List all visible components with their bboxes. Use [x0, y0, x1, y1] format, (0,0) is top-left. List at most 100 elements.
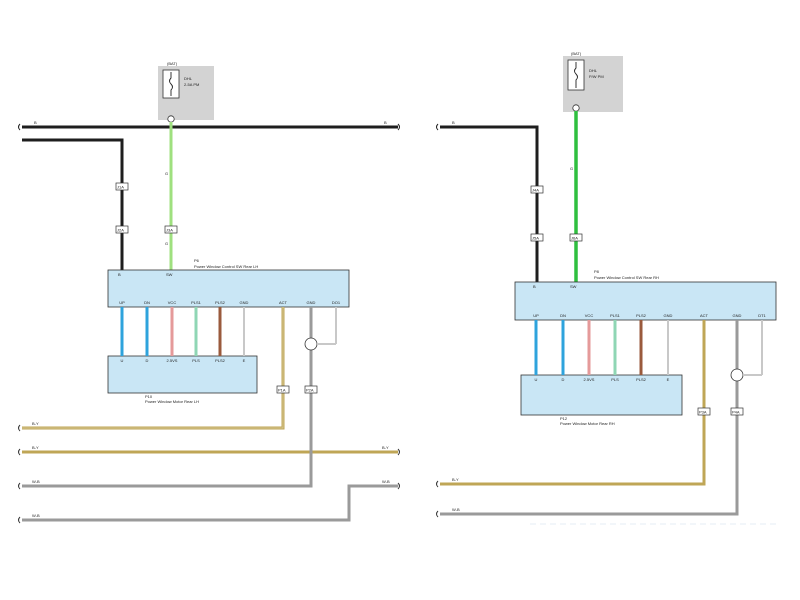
- right-connector-2-label: J5A: [532, 236, 539, 241]
- left-connector-2-label: J2A: [117, 228, 124, 233]
- left-motor-pin-6: E: [243, 358, 246, 363]
- left-wire-label-4: W-B: [32, 513, 40, 518]
- left-wire-label-3-right: W-B: [382, 479, 390, 484]
- right-switch-pin-9: DT1: [758, 313, 766, 318]
- left-fuse-terminal: [167, 115, 175, 123]
- left-fuse-block: (BAT) DHL 2-5A PM: [158, 61, 214, 123]
- left-g-tag: G: [165, 171, 168, 176]
- right-motor-pin-6: E: [667, 377, 670, 382]
- left-bus-tag-right: B: [384, 120, 387, 125]
- right-fuse-supply: (BAT): [571, 51, 582, 56]
- right-connector-2: J5A: [530, 233, 544, 242]
- left-connector-3-label: J3A: [166, 228, 173, 233]
- right-fuse-name: DHL: [589, 68, 598, 73]
- left-w4-break-icon: [18, 516, 21, 524]
- right-switch-top-pin-1: B: [533, 284, 536, 289]
- left-w1-break-icon: [18, 424, 21, 432]
- right-switch-pin-6: GND: [664, 313, 673, 318]
- left-fuse-name: DHL: [184, 76, 193, 81]
- right-fuse-terminal: [572, 104, 580, 112]
- left-connector-1-label: J1A: [117, 185, 124, 190]
- left-switch-pin-8: GND: [307, 300, 316, 305]
- right-switch-pin-1: UP: [533, 313, 539, 318]
- left-connector-2: J2A: [115, 225, 129, 234]
- left-w3-break-icon: [18, 482, 21, 490]
- right-w2-break-icon: [436, 510, 439, 518]
- left-wire-label-1: B-Y: [32, 421, 39, 426]
- left-connector-4-label: P1A: [278, 388, 286, 393]
- right-w1-break-icon: [436, 480, 439, 488]
- left-switch-title: Power Window Control SW Rear LH: [194, 264, 258, 269]
- right-switch-top-pin-2: SW: [570, 284, 577, 289]
- left-motor-title: Power Window Motor Rear LH: [145, 399, 199, 404]
- right-fuse-block: (BAT) DHL P/W PM: [563, 51, 623, 112]
- right-motor-pin-5: PLS2: [636, 377, 647, 382]
- left-w2-right-break-icon: [397, 448, 400, 456]
- left-g-tag-2: G: [165, 241, 168, 246]
- right-b-wire: [440, 125, 539, 282]
- right-fuse-rating: P/W PM: [589, 74, 604, 79]
- right-switch-box: [514, 281, 777, 321]
- right-connector-3: J6A: [569, 233, 583, 242]
- right-switch-pin-8: GND: [733, 313, 742, 318]
- left-fuse-supply: (BAT): [167, 61, 178, 66]
- right-g-tag: G: [570, 166, 573, 171]
- left-gray-wire-2: [22, 484, 398, 522]
- left-fuse-rating: 2-5A PM: [184, 82, 199, 87]
- right-gray-wire: [440, 320, 739, 516]
- left-b-feed-wire: [22, 138, 124, 270]
- right-motor-box: [520, 374, 683, 416]
- right-ground-junction-icon: [730, 368, 744, 382]
- left-ground-junction-icon: [304, 337, 318, 351]
- left-motor-pin-3: 2.5VS: [167, 358, 178, 363]
- right-circuit: (BAT) DHL P/W PM B G J4A J5A J6A P8 Powe…: [436, 51, 777, 525]
- right-connector-1-label: J4A: [532, 188, 539, 193]
- left-fuse-symbol-icon: [169, 72, 173, 96]
- right-motor-pin-4: PLS: [611, 377, 619, 382]
- left-w2-left-break-icon: [18, 448, 21, 456]
- left-motor-pin-5: PLS2: [215, 358, 226, 363]
- left-switch-pin-4: PLS1: [191, 300, 202, 305]
- left-bus-tag-left: B: [34, 120, 37, 125]
- right-motor-pin-3: 2.5VS: [584, 377, 595, 382]
- left-motor-pin-1: U: [121, 358, 124, 363]
- right-motor-pin-2: D: [562, 377, 565, 382]
- right-switch-title: Power Window Control SW Rear RH: [594, 275, 659, 280]
- left-connector-5-label: P2A: [306, 388, 314, 393]
- left-switch-pin-7: ACT: [279, 300, 288, 305]
- left-switch-box: [107, 269, 350, 308]
- right-switch-pin-5: PLS2: [636, 313, 647, 318]
- left-connector-1: J1A: [115, 182, 129, 191]
- left-switch-pin-2: DN: [144, 300, 150, 305]
- left-bus-right-break-icon: [397, 123, 400, 131]
- left-circuit: (BAT) DHL 2-5A PM B B G G J1A J2A J3A: [18, 61, 400, 524]
- left-wire-label-2-right: B-Y: [382, 445, 389, 450]
- right-fuse-body: [567, 59, 585, 91]
- left-gray-wire-1: [22, 307, 313, 488]
- right-connector-5: P4A: [730, 407, 744, 416]
- right-switch-id: P8: [594, 269, 600, 274]
- left-wire-label-3: W-B: [32, 479, 40, 484]
- left-switch-pin-6: GND: [240, 300, 249, 305]
- right-connector-4-label: P3A: [699, 410, 707, 415]
- right-switch-pin-2: DN: [560, 313, 566, 318]
- left-switch-pin-3: VCC: [168, 300, 177, 305]
- left-motor-pin-4: PLS: [192, 358, 200, 363]
- left-switch-pin-1: UP: [119, 300, 125, 305]
- left-tan-wire-1: [22, 307, 285, 430]
- right-connector-1: J4A: [530, 185, 544, 194]
- left-connector-4: P1A: [276, 385, 290, 394]
- right-connector-3-label: J6A: [571, 236, 578, 241]
- right-wire-label-2: W-B: [452, 507, 460, 512]
- left-connector-5: P2A: [304, 385, 318, 394]
- right-switch-pin-3: VCC: [585, 313, 594, 318]
- right-wire-label-1: B-Y: [452, 477, 459, 482]
- left-switch-top-pin-1: B: [118, 272, 121, 277]
- left-motor-box: [107, 355, 258, 394]
- left-w3-right-break-icon: [397, 482, 400, 490]
- left-switch-pin-9: DO1: [332, 300, 341, 305]
